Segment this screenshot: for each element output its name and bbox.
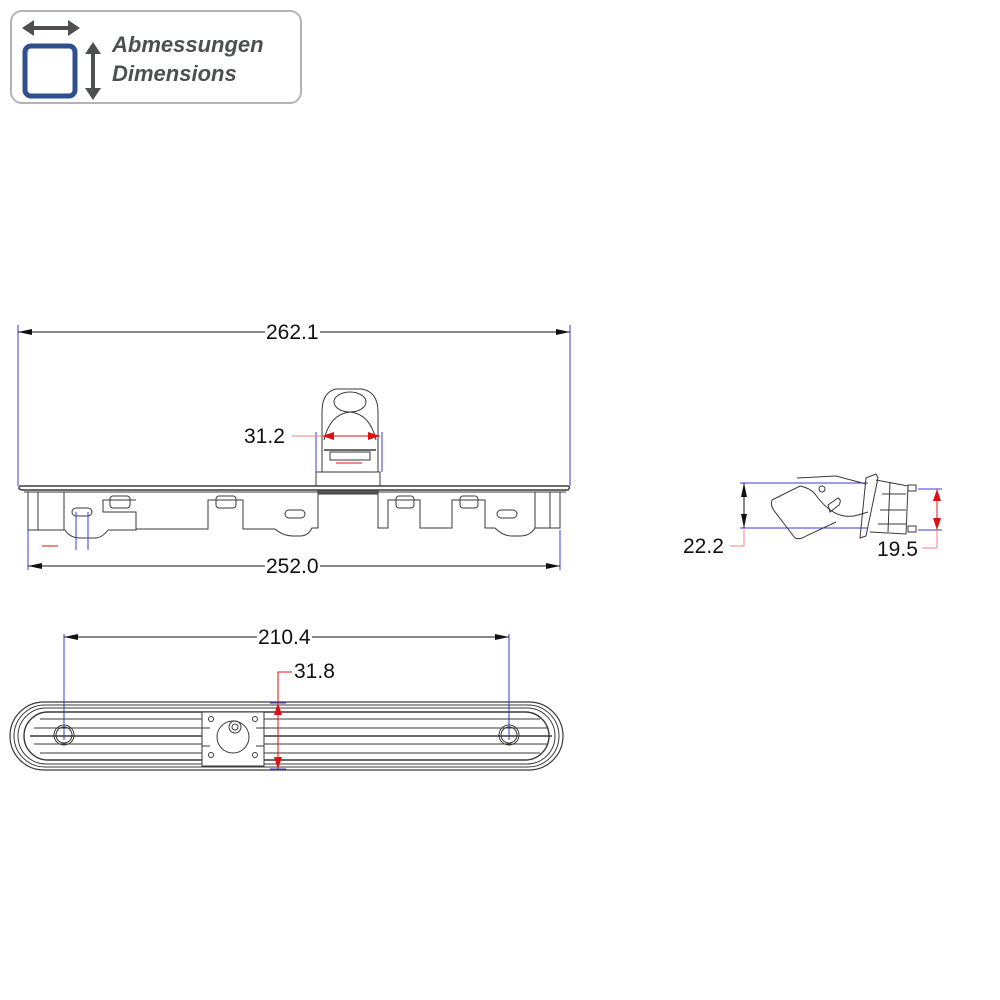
dimensions-badge: Abmessungen Dimensions: [10, 10, 302, 104]
badge-title-en: Dimensions: [112, 61, 237, 86]
badge-title-de: Abmessungen: [112, 32, 264, 57]
dim-overall-width: 262.1: [265, 321, 320, 344]
side-view: [730, 473, 942, 549]
front-view: [17, 325, 571, 570]
dim-side-height-left: 22.2: [682, 535, 725, 558]
dim-camera-width: 31.2: [243, 425, 286, 448]
bottom-view: [9, 634, 564, 771]
dimensions-icon: [22, 20, 101, 100]
dim-side-height-right: 19.5: [876, 538, 919, 561]
dim-hole-spacing: 210.4: [257, 626, 312, 649]
dim-base-width: 252.0: [265, 555, 320, 578]
dim-depth: 31.8: [293, 660, 336, 683]
